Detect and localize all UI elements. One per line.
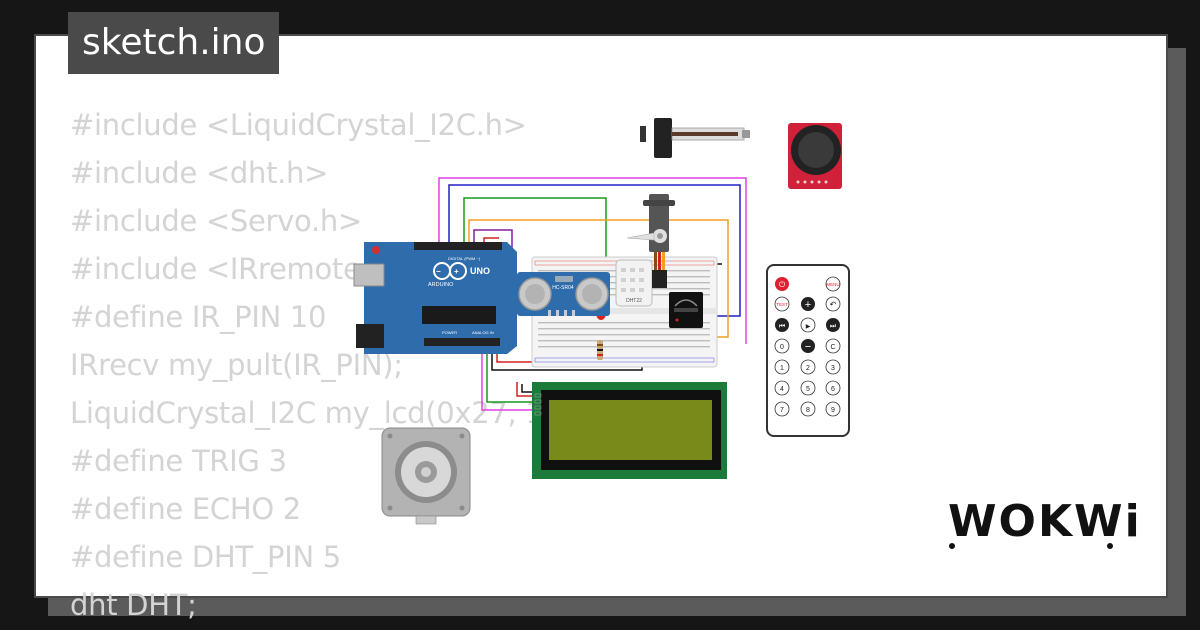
svg-text:+: + — [454, 267, 459, 276]
code-line: #define ECHO 2 — [70, 492, 301, 526]
arduino-uno-board: − + UNO ARDUINO DIGITAL (PWM ~) POWER AN… — [353, 242, 517, 354]
ir-receiver — [669, 292, 703, 328]
arduino-analog-label: ANALOG IN — [472, 330, 494, 335]
code-line: #include <dht.h> — [70, 156, 329, 190]
test-button-label: TEST — [776, 302, 788, 307]
svg-text:−: − — [436, 267, 441, 276]
wokwi-logo-text: WOKWi — [948, 496, 1142, 547]
dht22-label: DHT22 — [626, 298, 642, 304]
lcd-display — [532, 382, 727, 479]
minus-button-label: − — [805, 341, 811, 353]
code-line: IRrecv my_pult(IR_PIN); — [70, 348, 403, 382]
menu-button-label: MENU — [826, 282, 839, 287]
stepper-motor — [381, 427, 471, 525]
arduino-digital-label: DIGITAL (PWM ~) — [448, 256, 481, 261]
play-button-label: ▶ — [806, 324, 811, 330]
zero-button-label: 0 — [780, 344, 784, 351]
preview-card: #include <LiquidCrystal_I2C.h> #include … — [34, 34, 1168, 622]
prev-button-label: ⏮ — [779, 323, 785, 330]
digit-button-label: 4 — [780, 386, 784, 393]
slide-potentiometer — [640, 118, 750, 158]
ultrasonic-sensor: HC-SR04 — [517, 272, 610, 316]
servo-motor — [626, 194, 675, 288]
joystick-module — [788, 123, 842, 189]
code-line: dht DHT; — [70, 588, 197, 622]
ir-remote: ⏻ MENU TEST + ↶ ⏮ ▶ ⏭ 0 − C — [766, 264, 850, 437]
circuit-diagram: DHT22 HC-SR04 — [353, 118, 850, 525]
digit-button-label: 2 — [806, 365, 810, 372]
digit-button-label: 6 — [831, 386, 835, 393]
digit-button-label: 7 — [780, 407, 784, 414]
code-line: #include <Servo.h> — [70, 204, 362, 238]
code-line: #define IR_PIN 10 — [70, 300, 327, 334]
digit-button-label: 9 — [831, 407, 835, 414]
arduino-power-label: POWER — [442, 330, 457, 335]
dht22-sensor: DHT22 — [615, 259, 653, 307]
file-name-tab: sketch.ino — [68, 12, 280, 74]
back-button-label: ↶ — [830, 300, 837, 309]
digit-button-label: 3 — [831, 365, 835, 372]
power-button-label: ⏻ — [779, 280, 786, 289]
wokwi-logo: WOKWi — [948, 496, 1140, 549]
arduino-brand: ARDUINO — [428, 282, 454, 288]
digit-button-label: 1 — [780, 365, 784, 372]
arduino-model: UNO — [470, 266, 490, 276]
ultrasonic-label: HC-SR04 — [552, 285, 574, 291]
resistor — [597, 340, 603, 360]
digit-button-label: 5 — [806, 386, 810, 393]
next-button-label: ⏭ — [830, 323, 837, 330]
plus-button-label: + — [805, 299, 811, 311]
code-line: #define TRIG 3 — [70, 444, 287, 478]
code-line: #define DHT_PIN 5 — [70, 540, 341, 574]
clear-button-label: C — [830, 344, 835, 351]
digit-button-label: 8 — [806, 407, 810, 414]
code-line: #include <LiquidCrystal_I2C.h> — [70, 108, 527, 142]
